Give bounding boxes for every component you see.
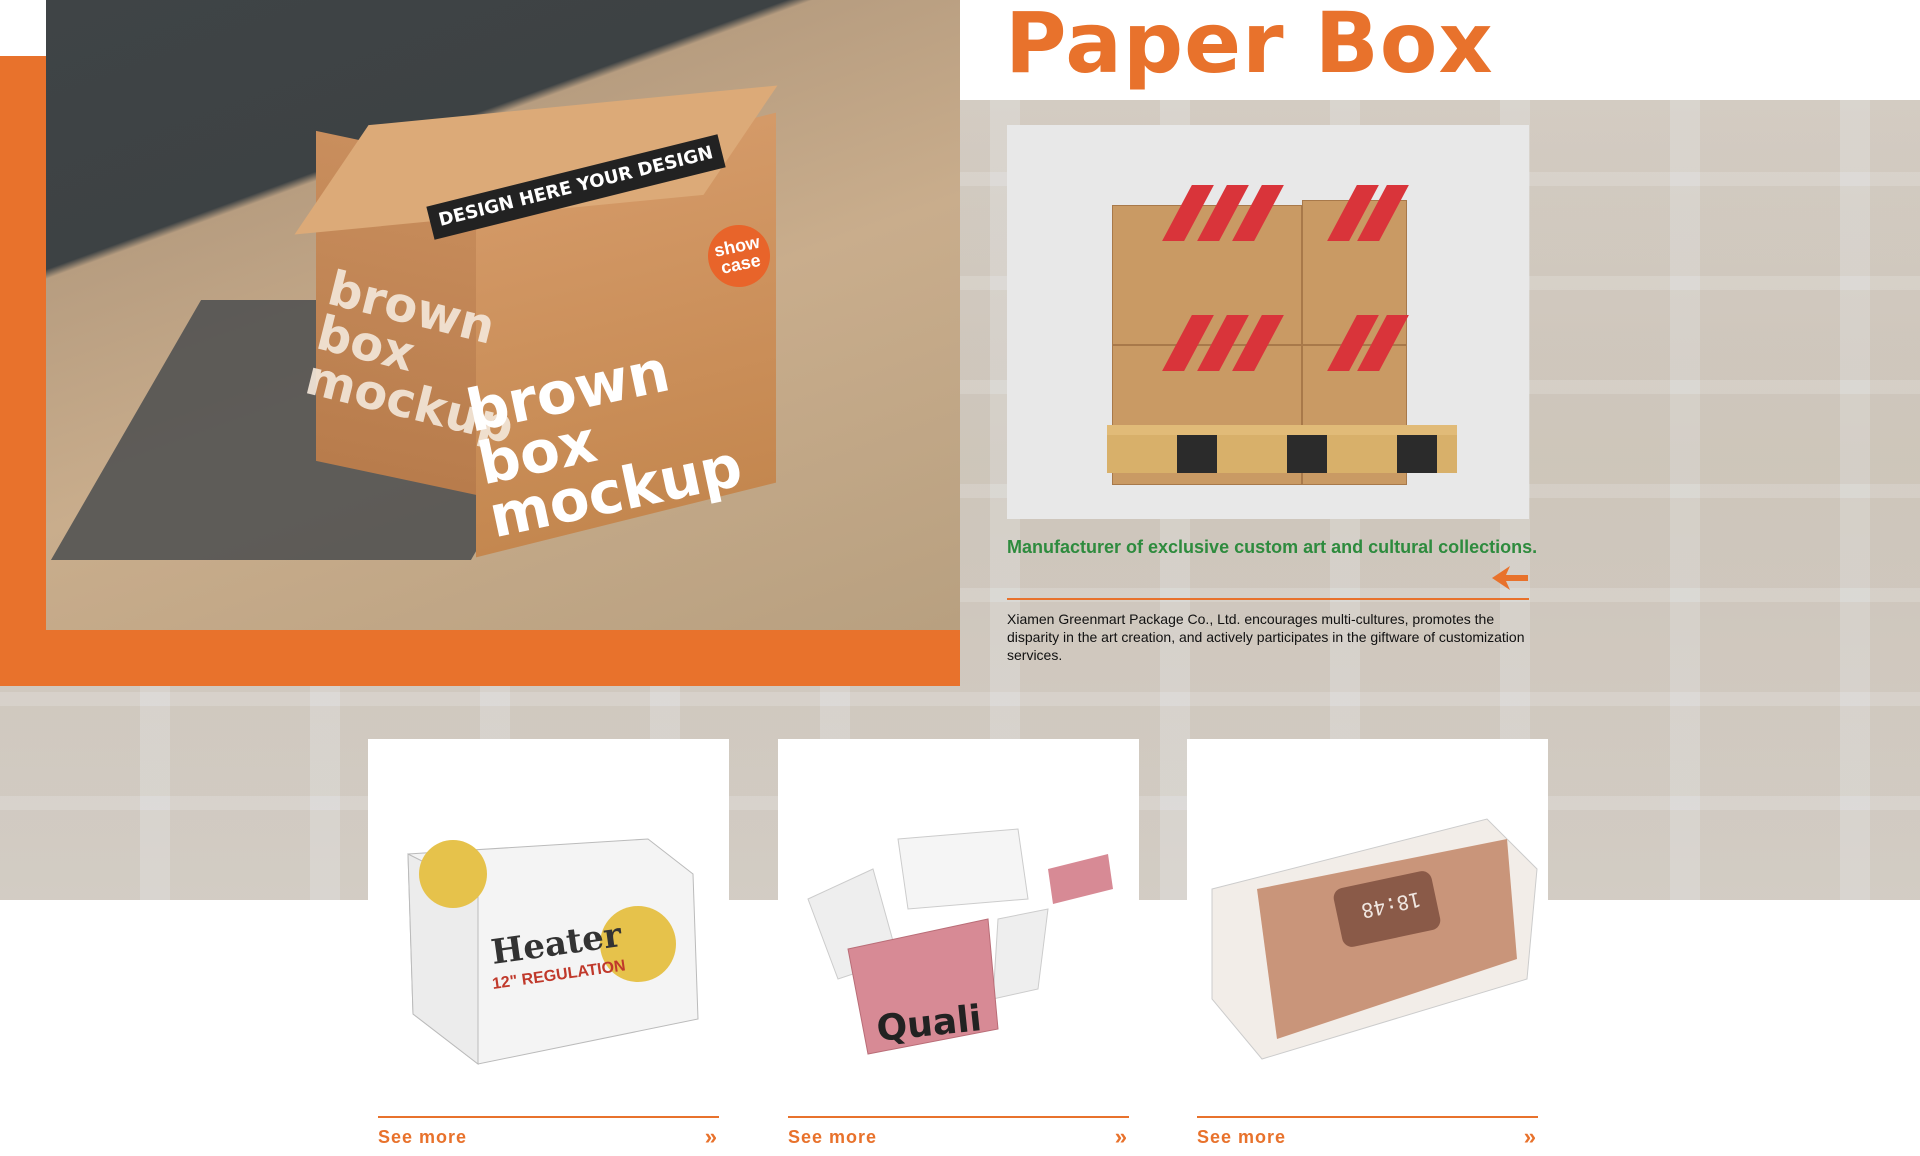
- see-more-link[interactable]: See more »: [378, 1124, 719, 1149]
- see-more-label: See more: [1197, 1126, 1287, 1147]
- page-title: Paper Box: [1005, 0, 1494, 92]
- pallet-boxes-photo: [1007, 125, 1529, 519]
- softball-box-image: Heater 12" REGULATION: [407, 838, 699, 1066]
- double-chevron-right-icon: »: [1523, 1124, 1536, 1149]
- see-more-link[interactable]: See more »: [1197, 1124, 1538, 1149]
- card-divider: [378, 1116, 719, 1118]
- orange-divider: [1007, 598, 1529, 600]
- tagline: Manufacturer of exclusive custom art and…: [1007, 537, 1538, 557]
- see-more-label: See more: [788, 1126, 878, 1147]
- product-card-clock-box[interactable]: 18:48 See more »: [1187, 739, 1548, 1156]
- product-card-pink-box[interactable]: Quali See more »: [778, 739, 1139, 1156]
- hero-box-photo: DESIGN HERE YOUR DESIGN brown box mockup…: [46, 0, 960, 630]
- product-card-softball-box[interactable]: Heater 12" REGULATION See more »: [368, 739, 729, 1156]
- double-chevron-right-icon: »: [1114, 1124, 1127, 1149]
- card-divider: [788, 1116, 1129, 1118]
- company-description: Xiamen Greenmart Package Co., Ltd. encou…: [1007, 611, 1525, 663]
- clock-box-image: 18:48: [1211, 818, 1538, 1060]
- double-chevron-right-icon: »: [704, 1124, 717, 1149]
- arrow-left-icon[interactable]: [1492, 566, 1528, 590]
- see-more-link[interactable]: See more »: [788, 1124, 1129, 1149]
- see-more-label: See more: [378, 1126, 468, 1147]
- wooden-pallet: [1107, 425, 1457, 473]
- pink-folding-box-image: Quali: [807, 828, 1113, 1055]
- card-divider: [1197, 1116, 1538, 1118]
